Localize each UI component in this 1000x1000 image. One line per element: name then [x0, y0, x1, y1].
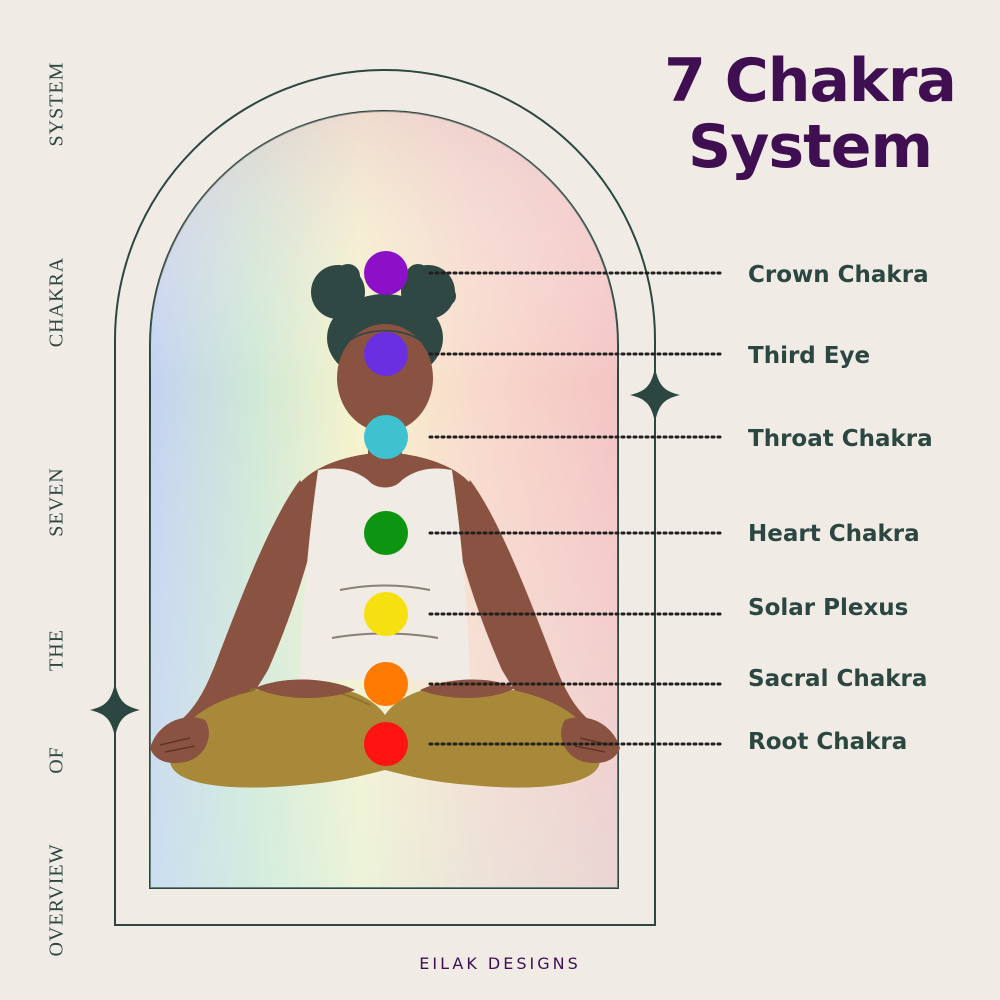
chakra-dot-root-chakra: [364, 722, 408, 766]
chakra-dot-crown-chakra: [364, 251, 408, 295]
label-solar-plexus: Solar Plexus: [748, 595, 909, 621]
outer-arch-outline: [114, 69, 656, 926]
sparkle-left-icon: [90, 683, 140, 737]
label-crown-chakra: Crown Chakra: [748, 262, 929, 288]
label-sacral-chakra: Sacral Chakra: [748, 666, 928, 692]
title-line-2: System: [688, 112, 933, 182]
side-word-chakra: CHAKRA: [45, 256, 68, 348]
title-line-1: 7 Chakra: [664, 46, 957, 116]
chakra-dot-heart-chakra: [364, 511, 408, 555]
chakra-layer: [364, 251, 724, 766]
side-word-the: THE: [45, 629, 68, 671]
meditating-figure: [150, 264, 620, 788]
side-word-seven: SEVEN: [45, 467, 68, 537]
side-word-overview: OVERVIEW: [45, 843, 68, 957]
chakra-dot-throat-chakra: [364, 415, 408, 459]
side-word-system: SYSTEM: [45, 61, 68, 147]
chakra-dot-sacral-chakra: [364, 662, 408, 706]
chakra-dot-solar-plexus: [364, 592, 408, 636]
chakra-dot-third-eye: [364, 332, 408, 376]
page-title: 7 Chakra System: [640, 48, 980, 180]
label-throat-chakra: Throat Chakra: [748, 426, 933, 452]
label-heart-chakra: Heart Chakra: [748, 521, 920, 547]
label-third-eye: Third Eye: [748, 343, 871, 369]
footer-brand: EILAK DESIGNS: [419, 954, 581, 973]
sparkle-right-icon: [630, 368, 680, 422]
side-word-of: OF: [45, 746, 68, 774]
label-root-chakra: Root Chakra: [748, 729, 908, 755]
